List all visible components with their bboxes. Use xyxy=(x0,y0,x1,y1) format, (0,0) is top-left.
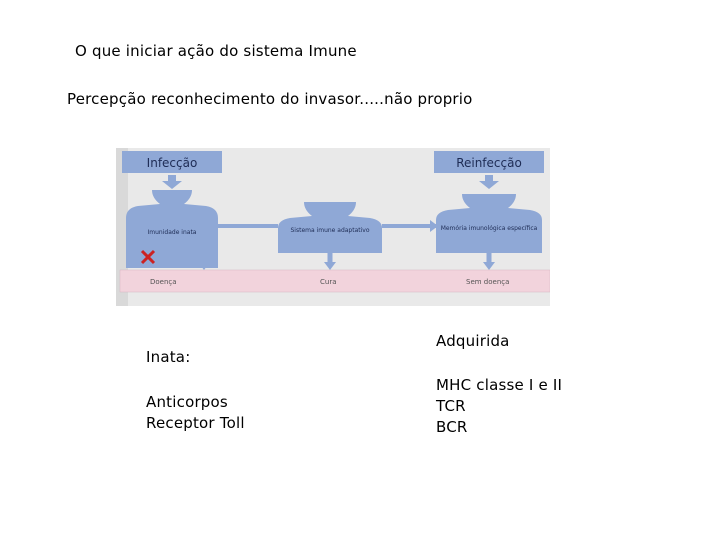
diagram-left-shade xyxy=(116,148,128,306)
sistema-adaptativo-label: Sistema imune adaptativo xyxy=(290,227,369,234)
doenca-label: Doença xyxy=(150,278,177,286)
memoria-label: Memória imunológica específica xyxy=(441,225,538,232)
infeccao-box xyxy=(122,151,222,173)
arrow-down-icon xyxy=(324,262,336,270)
adquirida-item: MHC classe I e II xyxy=(436,376,563,394)
adquirida-heading: Adquirida xyxy=(436,332,510,350)
adquirida-item: TCR xyxy=(436,397,466,415)
adquirida-item: BCR xyxy=(436,418,468,436)
infeccao-label: Infecção xyxy=(147,156,198,170)
slide-title: O que iniciar ação do sistema Imune xyxy=(75,42,357,60)
outcome-bar xyxy=(119,269,550,293)
blocked-cross-icon xyxy=(140,249,156,265)
adaptive-figure xyxy=(278,202,382,253)
cura-label: Cura xyxy=(320,278,337,286)
reinfeccao-box xyxy=(434,151,544,173)
inata-item: Anticorpos xyxy=(146,393,228,411)
arrow-right-icon xyxy=(430,220,438,232)
arrow-down-icon xyxy=(479,175,499,189)
sem-doenca-label: Sem doença xyxy=(466,278,509,286)
arrow-down-icon xyxy=(198,262,210,270)
memory-figure xyxy=(436,194,542,253)
reinfeccao-label: Reinfecção xyxy=(456,156,522,170)
innate-figure xyxy=(126,190,218,268)
inata-list: Anticorpos Receptor Toll xyxy=(146,392,245,434)
slide-subtitle: Percepção reconhecimento do invasor.....… xyxy=(67,90,473,108)
arrow-down-icon xyxy=(483,262,495,270)
adquirida-list: MHC classe I e II TCR BCR xyxy=(436,375,562,438)
inata-heading: Inata: xyxy=(146,348,191,366)
immune-response-diagram: Infecção Imunidade inata Reinfecção Memó… xyxy=(116,148,550,306)
imunidade-inata-label: Imunidade inata xyxy=(148,229,197,236)
inata-item: Receptor Toll xyxy=(146,414,245,432)
arrow-down-icon xyxy=(162,175,182,189)
